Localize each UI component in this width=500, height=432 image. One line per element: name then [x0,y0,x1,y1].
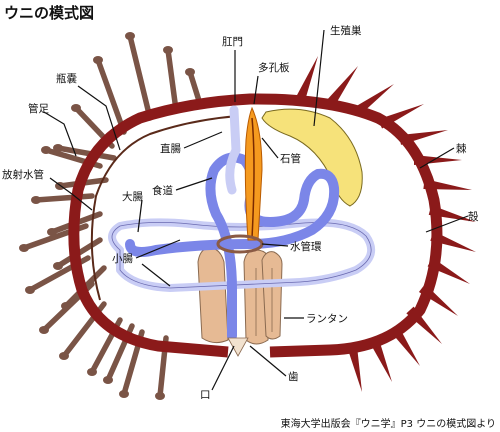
tube-foot-tip-12 [87,368,97,376]
tube-foot-1 [127,33,153,121]
tube-foot-tip-9 [25,286,35,294]
tube-foot-tip-7 [31,196,41,204]
label-esophagus: 食道 [152,184,173,197]
label-ring-canal: 水管環 [290,240,322,253]
tube-foot-3 [187,69,203,107]
tube-foot-15 [55,145,117,161]
label-anus: 肛門 [222,36,243,48]
label-tooth: 歯 [288,370,299,383]
tube-foot-tip-4 [93,56,103,64]
tube-foot-tip-6 [41,146,51,154]
tube-foot-tip-8 [19,244,29,252]
tube-foot-tip-3 [185,68,195,76]
tube-foot-tip-10 [39,326,49,334]
label-stone-canal: 石管 [280,152,301,165]
tube-foot-tip-5 [71,104,81,112]
tube-foot-tip-15 [53,144,63,152]
large-intestine [125,152,340,341]
tube-foot-tip-1 [125,32,135,40]
label-large-intestine: 大腸 [122,190,143,203]
tube-foot-4 [95,57,127,135]
diagram-title: ウニの模式図 [4,4,94,22]
label-test: 殻 [468,210,479,223]
tube-foot-tip-19 [61,302,71,310]
tube-foot-tip-11 [59,352,69,360]
leader-lines [43,29,469,391]
label-gonad: 生殖巣 [330,24,362,37]
tube-foot-7 [33,193,95,203]
radial-canal [90,115,239,301]
tube-foot-tip-20 [103,376,113,384]
spine-1 [295,56,318,102]
label-rectum: 直腸 [160,142,181,155]
spine-2 [325,66,358,107]
label-spine: 棘 [456,143,467,155]
tube-foot-2 [165,47,179,113]
spine-14 [369,338,392,382]
label-madreporite: 多孔板 [258,61,290,74]
label-lantern: ランタン [306,313,348,325]
tube-foot-tip-2 [163,46,173,54]
label-radial-canal: 放射水管 [2,168,44,181]
test-shell [68,93,443,358]
rectum [225,105,241,195]
lantern [197,247,283,345]
spine-15 [347,344,362,392]
label-ampulla: 瓶嚢 [56,72,77,85]
label-tube-foot: 管足 [28,102,49,115]
tube-foot-tip-18 [53,262,63,270]
label-mouth: 口 [200,389,211,401]
tube-foot-tip-13 [119,390,129,398]
tube-foot-tip-17 [47,228,57,236]
label-small-intestine: 小腸 [112,253,133,265]
source-credit: 東海大学出版会『ウニ学』P3 ウニの模式図より [281,417,496,430]
tube-foot-tip-14 [155,392,165,400]
